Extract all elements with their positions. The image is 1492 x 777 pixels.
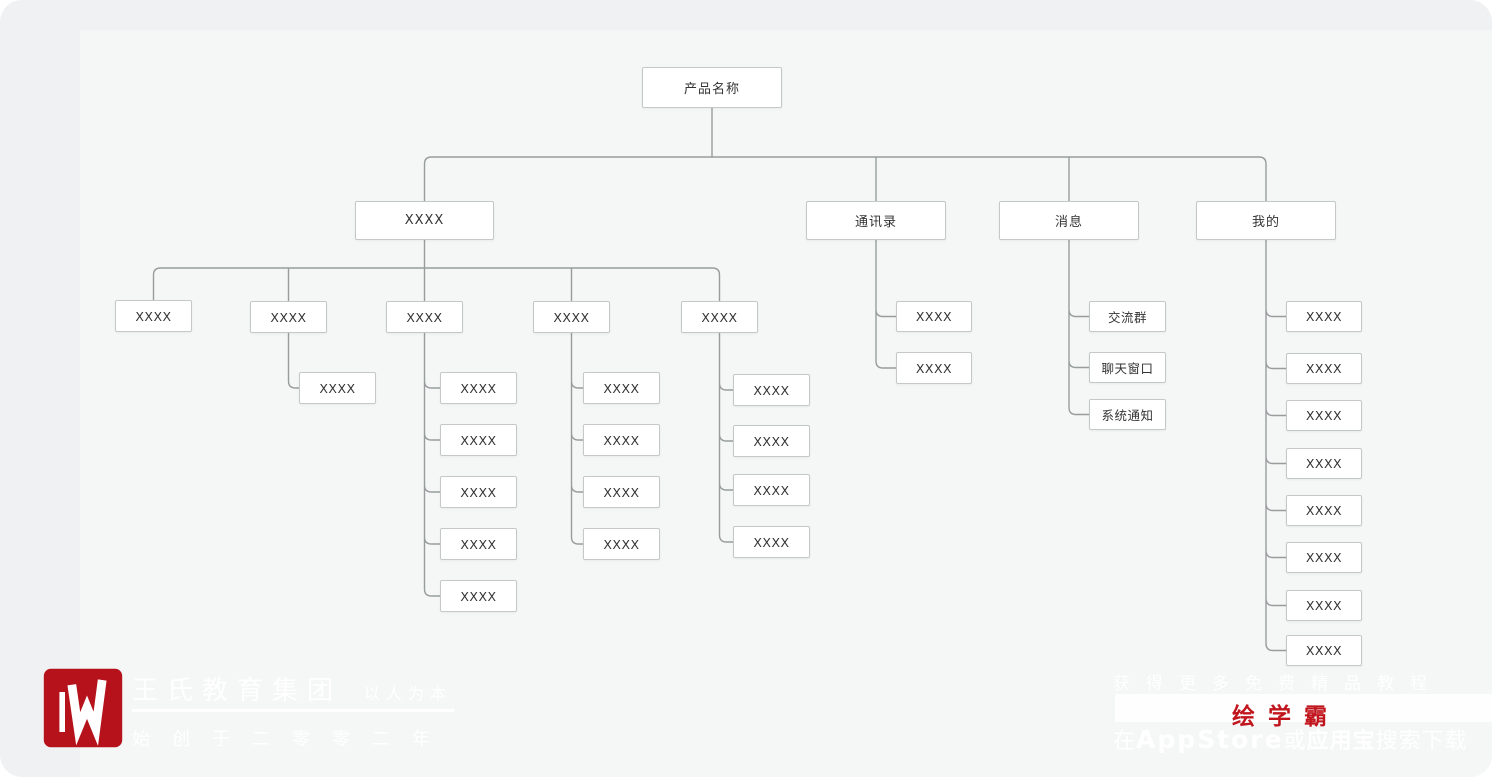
yingyongbao-label: 应用宝 (1306, 729, 1376, 754)
node-e1[interactable]: XXXX (733, 374, 810, 406)
node-g2[interactable]: 聊天窗口 (1089, 352, 1166, 383)
watermark-divider (132, 709, 454, 712)
node-h6[interactable]: XXXX (1286, 542, 1362, 573)
node-contacts[interactable]: 通讯录 (806, 201, 946, 240)
watermark-promo-line: 获得更多免费精品教程 (1113, 674, 1443, 694)
node-g3[interactable]: 系统通知 (1089, 399, 1166, 430)
node-h5[interactable]: XXXX (1286, 495, 1362, 526)
node-a2[interactable]: XXXX (250, 301, 327, 333)
download-prefix: 在 (1113, 729, 1137, 754)
watermark-since: 始创于二零零二年 (132, 729, 452, 750)
node-c1[interactable]: XXXX (440, 372, 517, 404)
watermark-company-name: 王氏教育集团 (132, 676, 343, 706)
node-messages[interactable]: 消息 (999, 201, 1139, 240)
node-d1[interactable]: XXXX (583, 372, 660, 404)
node-d3[interactable]: XXXX (583, 476, 660, 508)
node-nav1[interactable]: XXXX (355, 201, 494, 240)
node-h7[interactable]: XXXX (1286, 590, 1362, 621)
node-b1[interactable]: XXXX (299, 372, 376, 404)
node-g1[interactable]: 交流群 (1089, 301, 1166, 332)
node-f1[interactable]: XXXX (896, 301, 972, 332)
node-c3[interactable]: XXXX (440, 476, 517, 508)
node-a3[interactable]: XXXX (386, 301, 463, 333)
node-mine[interactable]: 我的 (1196, 201, 1336, 240)
appstore-label: AppStore (1136, 725, 1284, 754)
node-a1[interactable]: XXXX (115, 300, 192, 332)
node-h8[interactable]: XXXX (1286, 635, 1362, 666)
node-c2[interactable]: XXXX (440, 424, 517, 456)
watermark-brand-name: 绘学霸 (1232, 704, 1340, 730)
node-e3[interactable]: XXXX (733, 474, 810, 506)
node-d2[interactable]: XXXX (583, 424, 660, 456)
watermark-brand-band (1115, 694, 1492, 722)
node-a5[interactable]: XXXX (681, 301, 758, 333)
node-c5[interactable]: XXXX (440, 580, 517, 612)
node-h4[interactable]: XXXX (1286, 448, 1362, 479)
node-c4[interactable]: XXXX (440, 528, 517, 560)
watermark-download-line: 在AppStore或应用宝搜索下载 (1113, 723, 1468, 755)
node-d4[interactable]: XXXX (583, 528, 660, 560)
node-f2[interactable]: XXXX (896, 352, 972, 384)
watermark-slogan: 以人为本 (364, 684, 453, 703)
wangshi-logo-icon (43, 668, 123, 748)
node-a4[interactable]: XXXX (533, 301, 610, 333)
download-or: 或 (1283, 729, 1307, 754)
node-h3[interactable]: XXXX (1286, 400, 1362, 431)
download-suffix: 搜索下载 (1375, 729, 1468, 754)
node-h2[interactable]: XXXX (1286, 353, 1362, 384)
node-e4[interactable]: XXXX (733, 526, 810, 558)
node-root[interactable]: 产品名称 (642, 67, 782, 108)
node-e2[interactable]: XXXX (733, 425, 810, 457)
node-h1[interactable]: XXXX (1286, 301, 1362, 332)
